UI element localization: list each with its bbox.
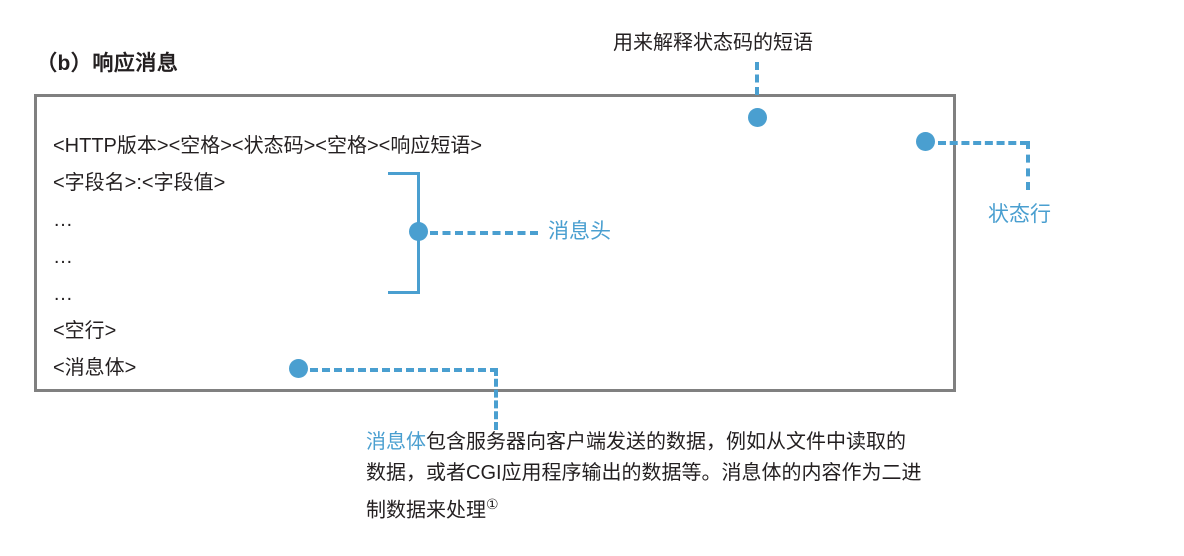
connector-dot-status-line [916,132,935,151]
message-line: … [53,246,75,268]
message-line: … [53,209,75,231]
footnote-marker: ① [486,496,499,512]
connector-line-message-headers [430,231,538,235]
note-highlight-term: 消息体 [366,431,426,453]
message-line: <空行> [53,320,117,342]
annotation-label-message-headers: 消息头 [548,220,611,243]
message-line: … [53,283,75,305]
connector-line-message-body-horizontal [310,368,498,372]
annotation-label-status-line: 状态行 [988,203,1051,226]
figure-caption: （b）响应消息 [36,52,179,75]
annotation-label-status-phrase: 用来解释状态码的短语 [613,32,813,54]
connector-dot-message-body [289,359,308,378]
connector-line-status-line-vertical [1026,141,1030,190]
message-body-note: 消息体包含服务器向客户端发送的数据，例如从文件中读取的 数据，或者CGI应用程序… [366,427,1066,527]
connector-dot-message-headers [409,222,428,241]
message-line: <消息体> [53,357,137,379]
message-line: <字段名>:<字段值> [53,172,226,194]
note-text: 制数据来处理 [366,499,486,522]
connector-dot-status-phrase [748,108,767,127]
message-line-list: <HTTP版本><空格><状态码><空格><响应短语> <字段名>:<字段值> … [53,128,653,387]
note-line: 数据，或者CGI应用程序输出的数据等。消息体的内容作为二进 [366,462,922,484]
connector-line-message-body-vertical [494,368,498,430]
message-line: <HTTP版本><空格><状态码><空格><响应短语> [53,135,483,157]
note-line: 制数据来处理① [366,489,1066,527]
connector-line-status-line-horizontal [938,141,1028,145]
note-text: 包含服务器向客户端发送的数据，例如从文件中读取的 [426,431,906,453]
connector-line-status-phrase [755,62,759,95]
note-line: 消息体包含服务器向客户端发送的数据，例如从文件中读取的 [366,427,1066,458]
